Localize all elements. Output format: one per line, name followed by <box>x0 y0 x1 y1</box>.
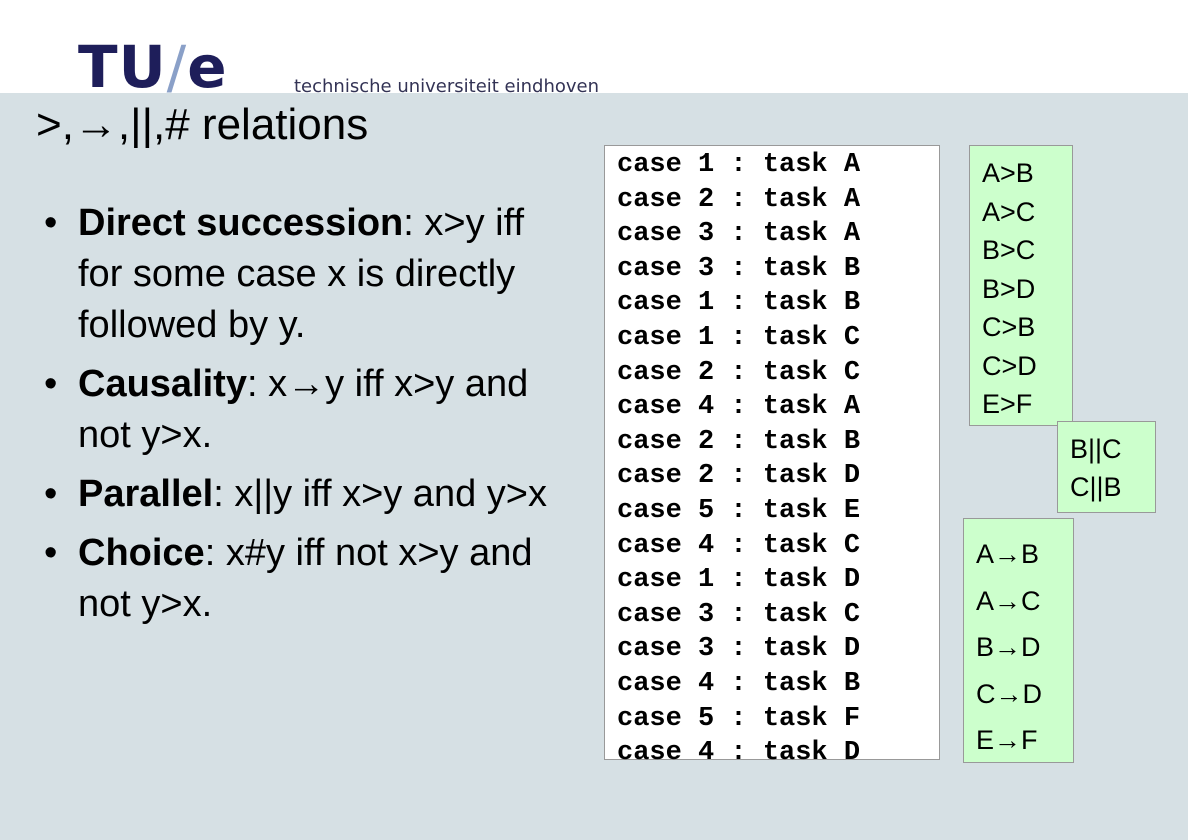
bullet-text: : x||y iff x>y and y>x <box>213 473 547 515</box>
bullet-text: : x>y iff for some case x is directly fo… <box>78 202 525 346</box>
event-log-row: case 1 : task D <box>617 565 861 596</box>
event-log-row: case 4 : task A <box>617 392 861 423</box>
causal-relation: A→C <box>976 585 1041 616</box>
bullet-text: : x#y iff not x>y and not y>x. <box>78 532 533 625</box>
event-log-row: case 2 : task C <box>617 357 861 388</box>
succession-relation: B>D <box>982 273 1036 304</box>
parallel-relations-box: B||C C||B <box>1057 421 1156 513</box>
event-log-row: case 2 : task D <box>617 461 861 492</box>
logo-tu: TU <box>78 33 167 101</box>
logo-mark: TU/e <box>78 34 228 100</box>
logo-slash: / <box>166 33 188 101</box>
parallel-relation: C||B <box>1070 472 1122 502</box>
succession-relation: C>B <box>982 312 1036 342</box>
slide-title: >,→,||,# relations <box>36 100 369 149</box>
event-log-row: case 3 : task C <box>617 599 861 630</box>
causal-relation: B→D <box>976 632 1041 662</box>
succession-relations-box: A>B A>C B>C B>D C>B C>D E>F <box>969 145 1073 426</box>
causal-relation: A→B <box>976 539 1040 569</box>
event-log-row: case 5 : task E <box>617 495 861 526</box>
event-log-row: case 4 : task D <box>617 738 861 769</box>
bullet-term: Choice <box>78 532 205 574</box>
event-log-row: case 4 : task B <box>617 668 861 699</box>
succession-relation: C>D <box>982 350 1037 381</box>
succession-relation: E>F <box>982 389 1033 419</box>
event-log-row: case 3 : task D <box>617 634 861 665</box>
causal-relation: C→D <box>976 678 1042 709</box>
event-log-row: case 1 : task B <box>617 288 861 319</box>
logo-e: e <box>187 33 228 101</box>
parallel-relation: B||C <box>1070 434 1122 464</box>
event-log-row: case 2 : task A <box>617 184 861 215</box>
event-log-row: case 4 : task C <box>617 530 861 561</box>
bullet-term: Causality <box>78 363 247 405</box>
bullet-choice: Choice: x#y iff not x>y and not y>x. <box>44 528 564 630</box>
causal-relations-box: A→B A→C B→D C→D E→F <box>963 518 1074 763</box>
succession-relation: B>C <box>982 235 1036 265</box>
event-log-row: case 5 : task F <box>617 703 861 734</box>
logo-tagline: technische universiteit eindhoven <box>294 76 600 97</box>
succession-relation: A>C <box>982 196 1036 227</box>
bullet-causality: Causality: x→y iff x>y and not y>x. <box>44 359 564 461</box>
event-log-box: case 1 : task A case 2 : task A case 3 :… <box>604 145 940 768</box>
event-log-row: case 3 : task A <box>617 219 861 250</box>
bullet-term: Direct succession <box>78 202 404 244</box>
event-log-row: case 2 : task B <box>617 426 861 457</box>
bullet-direct-succession: Direct succession: x>y iff for some case… <box>44 198 564 351</box>
bullet-list: Direct succession: x>y iff for some case… <box>44 198 564 638</box>
event-log-row: case 1 : task A <box>617 150 861 180</box>
bullet-parallel: Parallel: x||y iff x>y and y>x <box>44 469 564 520</box>
bullet-term: Parallel <box>78 473 214 515</box>
succession-relation: A>B <box>982 158 1034 188</box>
event-log-row: case 1 : task C <box>617 322 861 353</box>
causal-relation: E→F <box>976 725 1038 755</box>
event-log-row: case 3 : task B <box>617 253 861 284</box>
bullet-text: : x→y iff x>y and not y>x. <box>78 363 529 456</box>
